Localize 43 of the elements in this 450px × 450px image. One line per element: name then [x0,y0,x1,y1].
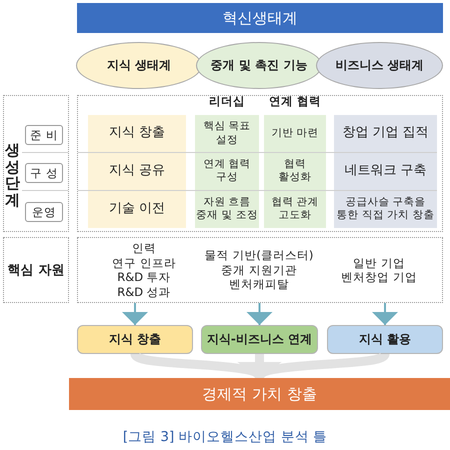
outcome-box: 지식-비즈니스 연계 [201,325,318,354]
resource-item: 인력 [132,241,156,256]
figure-caption: [그림 3] 바이오헬스산업 분석 틀 [122,429,328,445]
stage-tag: 준 비 [25,125,63,145]
side-label-panel: 핵심 자원 [3,237,69,303]
outcome-box: 지식 창출 [77,325,193,354]
resource-item: R&D 투자 [117,270,171,284]
down-arrow [122,303,148,325]
cell-text: 창업 기업 집적 [342,125,429,142]
cell-text: 기반 마련 [271,126,319,140]
column-panel [88,115,186,228]
column-heading: 리더십 [208,94,246,109]
down-arrow [246,303,272,325]
down-arrow [372,303,398,325]
column-heading: 연계 협력 [268,94,322,109]
stage-tag: 운영 [25,202,63,222]
resource-item: 중개 지원기관 [221,262,297,278]
stage-tag: 구 성 [25,163,63,183]
resource-item: 벤처캐피탈 [229,277,289,292]
resource-item: 일반 기업 [353,256,405,270]
cell-text: 기술 이전 [108,200,166,218]
dotted-panel [77,95,443,232]
ecosystem-ellipse: 비즈니스 생태계 [316,42,443,89]
cell-text: 지식 공유 [108,162,166,180]
outcome-box: 지식 활용 [327,325,443,354]
resource-item: 물적 기반(클러스터) [204,248,314,263]
result-banner: 경제적 가치 창출 [69,378,450,410]
resource-item: 연구 인프라 [112,256,176,270]
cell-text: 자원 흐름 중재 및 조정 [196,196,258,222]
title-banner: 혁신생태계 [77,3,443,33]
cell-text: 연계 협력 구성 [202,158,252,184]
dotted-panel [77,237,443,303]
column-panel [334,115,437,228]
cell-text: 핵심 목표 설정 [202,120,252,147]
resource-item: R&D 성과 [117,284,171,299]
cell-text: 협력 활성화 [278,158,312,184]
cell-text: 공급사슬 구축을 통한 직접 가치 창출 [335,196,436,222]
cell-text: 네트워크 구축 [344,162,427,180]
cell-text: 협력 관계 고도화 [270,196,320,222]
dotted-panel [3,95,69,232]
resource-item: 벤처창업 기업 [341,270,417,284]
cell-text: 지식 창출 [108,125,166,142]
vertical-heading: 생성단계 [5,142,20,208]
